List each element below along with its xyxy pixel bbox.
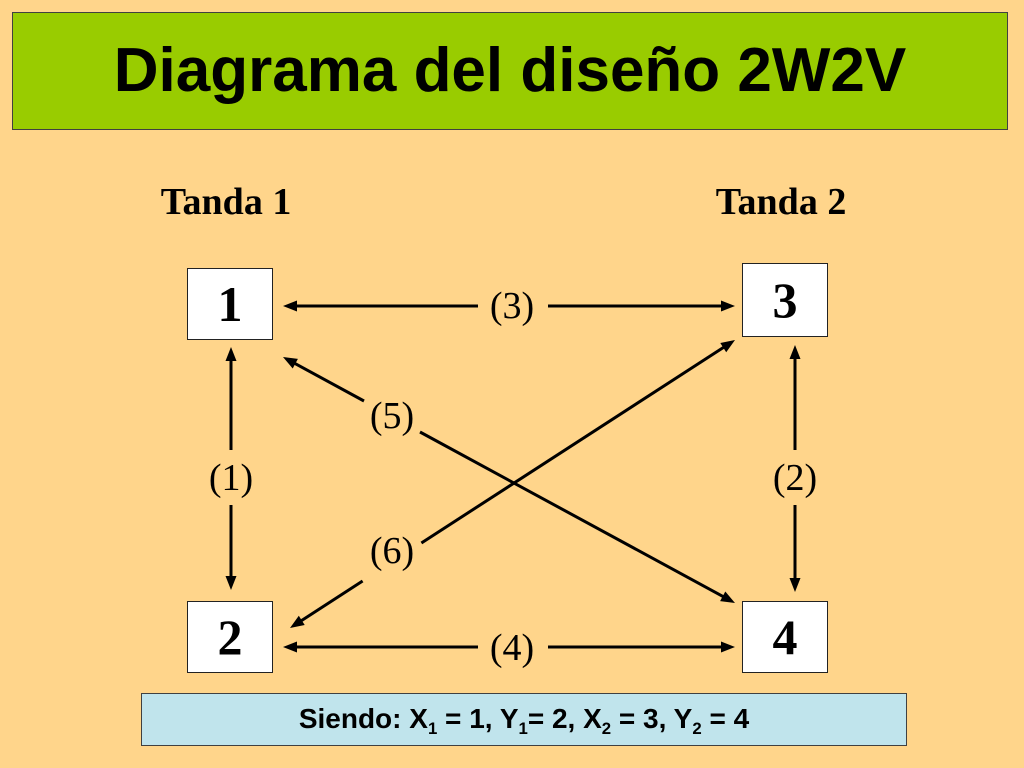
legend-text: Siendo: X (298, 703, 428, 735)
title-bar: Diagrama del diseño 2W2V (12, 12, 1008, 130)
edge-2-3-arrow (290, 340, 735, 628)
node-box-1: 1 (187, 268, 273, 340)
edge-label-1: (1) (208, 457, 254, 499)
arrowhead (290, 615, 305, 628)
edge-label-3: (3) (489, 285, 535, 327)
arrow-segment (299, 579, 364, 623)
arrowhead (720, 340, 735, 353)
node-box-3: 3 (742, 263, 828, 337)
legend-text: = 3, Y (611, 703, 693, 735)
arrow-segment (420, 345, 726, 545)
arrowhead (789, 578, 801, 592)
legend-text: = 4 (701, 703, 750, 735)
batch-label-2: Tanda 2 (715, 181, 847, 223)
node-label: 3 (772, 272, 798, 328)
footer-bar: Siendo: X1 = 1, Y1= 2, X2 = 3, Y2 = 4 (141, 693, 907, 746)
node-box-2: 2 (187, 601, 273, 673)
legend-subscript: 2 (692, 718, 702, 738)
legend-subscript: 1 (427, 718, 438, 738)
edge-label-5: (5) (369, 395, 415, 437)
slide-title: Diagrama del diseño 2W2V (113, 36, 907, 106)
arrowhead (789, 345, 801, 359)
legend-subscript: 1 (518, 718, 528, 738)
arrowhead (225, 347, 237, 361)
arrowhead (721, 641, 735, 653)
arrow-segment (419, 430, 726, 599)
arrowhead (721, 300, 735, 312)
edge-label-6: (6) (369, 530, 415, 572)
edge-label-2: (2) (772, 457, 818, 499)
arrowhead (720, 591, 735, 603)
edge-label-4: (4) (489, 627, 535, 669)
node-label: 1 (217, 276, 243, 332)
legend-text: = 1, Y (437, 703, 519, 735)
node-box-4: 4 (742, 601, 828, 673)
arrowhead (283, 300, 297, 312)
node-label: 4 (772, 609, 798, 665)
variable-legend: Siendo: X1 = 1, Y1= 2, X2 = 3, Y2 = 4 (298, 703, 750, 738)
arrowhead (225, 576, 237, 590)
arrowhead (283, 357, 298, 369)
legend-subscript: 2 (601, 718, 612, 738)
arrowhead (283, 641, 297, 653)
legend-text: = 2, X (527, 703, 602, 735)
batch-label-1: Tanda 1 (160, 181, 292, 223)
edge-1-4-arrow (283, 357, 735, 603)
node-label: 2 (217, 609, 243, 665)
